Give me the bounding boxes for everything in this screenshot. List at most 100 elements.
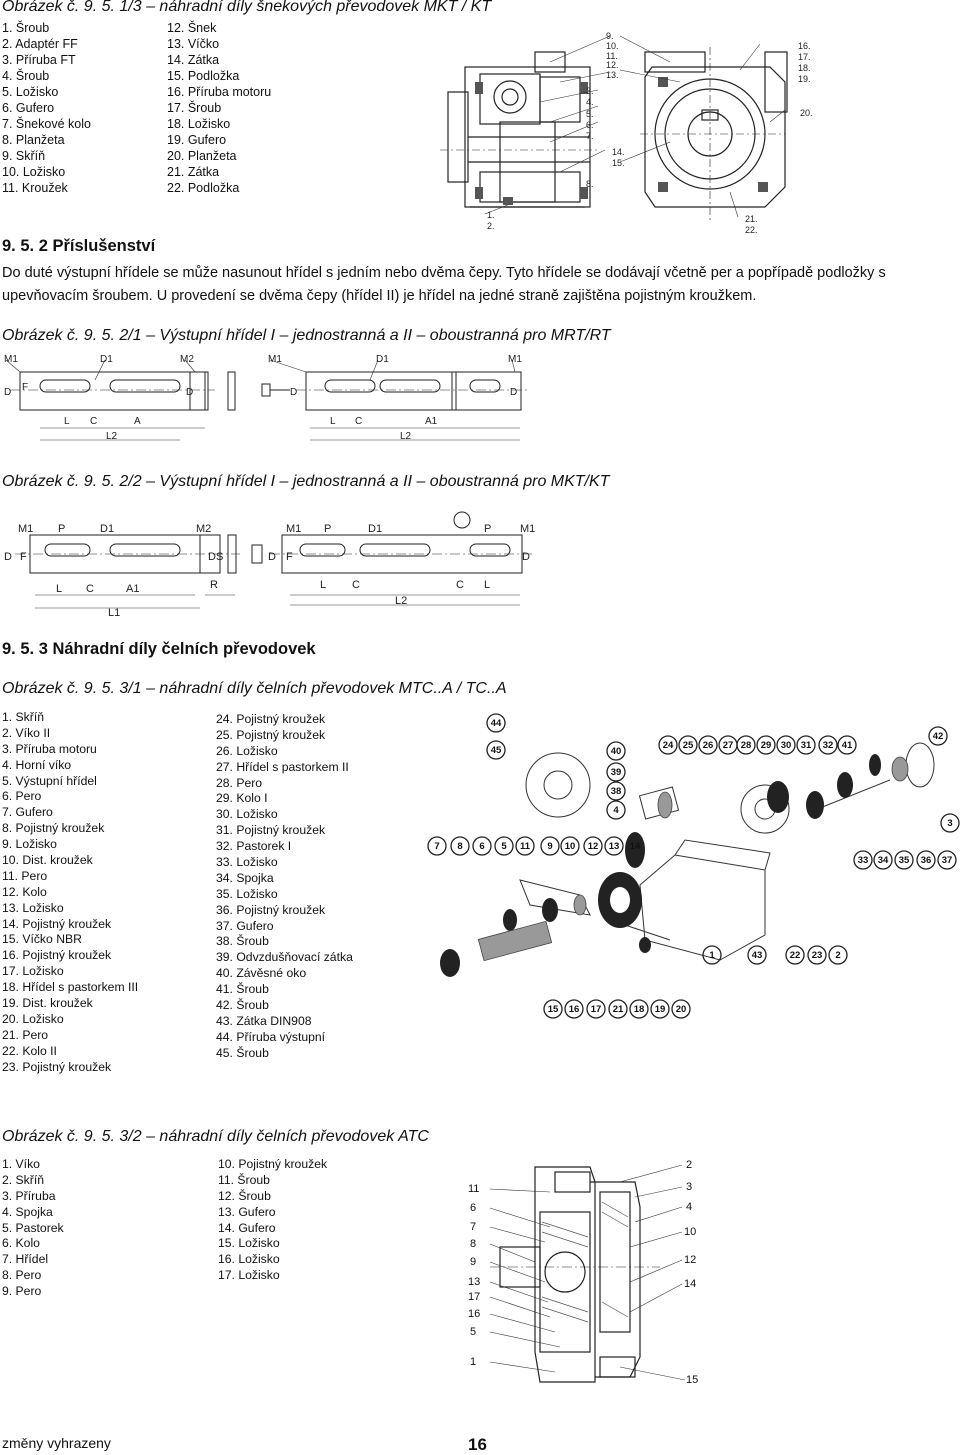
callout-number: 25 [683, 740, 694, 751]
callout-number: 16 [569, 1004, 580, 1015]
dim-label: F [286, 551, 293, 563]
list-item: 2. Víko II [2, 725, 51, 740]
callout-label: 14. [612, 147, 625, 157]
callout-number: 11 [468, 1183, 479, 1195]
list-item: 20. Ložisko [2, 1011, 64, 1026]
callout-number: 4 [613, 805, 619, 816]
callout-number: 9 [547, 841, 552, 852]
list-item: 10. Dist. kroužek [2, 853, 93, 868]
list-item: 19. Dist. kroužek [2, 996, 93, 1011]
callout-number: 34 [878, 855, 889, 866]
spur-gearbox-exploded-view: 44 45 40 39 38 4 24 25 26 27 28 29 30 31… [427, 713, 960, 1019]
callout-label: 7. [586, 131, 594, 141]
callout-number: 5 [470, 1326, 476, 1338]
list-item: 17. Ložisko [2, 964, 64, 979]
list-item: 15. Víčko NBR [2, 932, 82, 947]
callout-number: 1 [470, 1356, 476, 1368]
callout-number: 2 [686, 1159, 692, 1171]
list-item: 18. Hřídel s pastorkem III [2, 980, 139, 995]
list-item: 3. Příruba motoru [2, 741, 97, 756]
list-item: 9. Skříň [2, 149, 46, 163]
list-item: 42. Šroub [216, 998, 269, 1013]
dim-label: R [210, 579, 218, 591]
callout-number: 7 [470, 1221, 476, 1233]
shaft-mkt-drawing: M1 P D1 M2 M1 P D1 P M1 D F DS D F D L C… [4, 511, 535, 619]
callout-number: 17 [591, 1004, 602, 1015]
list-item: 6. Pero [2, 789, 42, 804]
callout-number: 28 [741, 740, 752, 751]
list-item: 13. Gufero [218, 1204, 276, 1219]
list-item: 5. Ložisko [2, 85, 59, 99]
callout-label: 3. [586, 86, 594, 96]
callout-number: 11 [520, 841, 531, 852]
callout-number: 18 [634, 1004, 645, 1015]
list-item: 45. Šroub [216, 1045, 269, 1060]
list-item: 18. Ložisko [167, 117, 231, 131]
list-item: 21. Zátka [167, 165, 220, 179]
callout-label: 9. [606, 31, 614, 41]
fig5-title: Obrázek č. 9. 5. 3/2 – náhradní díly čel… [2, 1128, 429, 1145]
callout-label: 4. [586, 97, 594, 107]
list-item: 14. Zátka [167, 53, 220, 67]
dim-label: L [56, 583, 62, 595]
dim-label: D [522, 551, 530, 563]
footer-note: změny vyhrazeny [2, 1435, 111, 1451]
list-item: 20. Planžeta [167, 149, 237, 163]
callout-number: 44 [491, 718, 502, 729]
callout-number: 40 [611, 746, 622, 757]
callout-number: 14 [630, 841, 641, 852]
list-item: 33. Ložisko [216, 855, 278, 870]
dim-label: D [268, 551, 276, 563]
list-item: 17. Ložisko [218, 1268, 280, 1283]
callout-number: 3 [686, 1181, 692, 1193]
list-item: 19. Gufero [167, 133, 227, 147]
list-item: 7. Šnekové kolo [2, 117, 91, 131]
fig4-parts-col2: 24. Pojistný kroužek 25. Pojistný krouže… [216, 712, 353, 1062]
shaft-mrt-drawing: M1 D1 M2 M1 D1 M1 D F D D D L C A L2 L C… [4, 354, 530, 442]
fig4-parts-col1: 1. Skříň 2. Víko II 3. Příruba motoru 4.… [2, 710, 138, 1075]
dim-label: L [484, 579, 490, 591]
list-item: 22. Kolo II [2, 1043, 57, 1058]
atc-gearbox-section-drawing: 11 6 7 8 9 13 17 16 5 1 2 3 4 10 12 14 1… [468, 1159, 698, 1386]
list-item: 12. Kolo [2, 884, 47, 899]
callout-number: 35 [899, 855, 910, 866]
dim-label: D1 [368, 523, 382, 535]
dim-label: M1 [268, 354, 282, 365]
section-953-title: 9. 5. 3 Náhradní díly čelních převodovek [2, 640, 316, 658]
dim-label: M1 [520, 523, 535, 535]
callout-number: 10 [684, 1226, 696, 1238]
list-item: 9. Pero [2, 1284, 42, 1299]
list-item: 2. Adaptér FF [2, 37, 78, 51]
dim-label: M1 [286, 523, 301, 535]
dim-label: D [4, 551, 12, 563]
callout-number: 8 [470, 1238, 476, 1250]
page-number: 16 [468, 1435, 487, 1454]
callout-label: 8. [586, 179, 594, 189]
dim-label: M2 [196, 523, 211, 535]
dim-label: L [320, 579, 326, 591]
list-item: 22. Podložka [167, 181, 240, 195]
dim-label: D [4, 387, 11, 398]
fig5-parts-col1: 1. Víko 2. Skříň 3. Příruba 4. Spojka 5.… [2, 1157, 64, 1300]
list-item: 3. Příruba FT [2, 53, 76, 67]
list-item: 12. Šroub [218, 1188, 271, 1203]
list-item: 26. Ložisko [216, 743, 278, 758]
list-item: 10. Ložisko [2, 165, 66, 179]
callout-number: 38 [611, 786, 622, 797]
dim-label: M2 [180, 354, 194, 365]
callout-number: 17 [468, 1291, 480, 1303]
callout-label: 15. [612, 158, 625, 168]
callout-label: 12. [606, 60, 619, 70]
dim-label: A1 [126, 583, 139, 595]
callout-number: 13 [468, 1276, 480, 1288]
list-item: 39. Odvzdušňovací zátka [216, 950, 353, 965]
callout-number: 42 [933, 731, 944, 742]
dim-label: L [64, 416, 70, 427]
callout-number: 31 [801, 740, 812, 751]
list-item: 43. Zátka DIN908 [216, 1013, 312, 1028]
list-item: 16. Pojistný kroužek [2, 948, 112, 963]
callout-number: 23 [812, 950, 823, 961]
list-item: 27. Hřídel s pastorkem II [216, 759, 349, 774]
list-item: 14. Pojistný kroužek [2, 916, 112, 931]
list-item: 4. Horní víko [2, 757, 72, 772]
